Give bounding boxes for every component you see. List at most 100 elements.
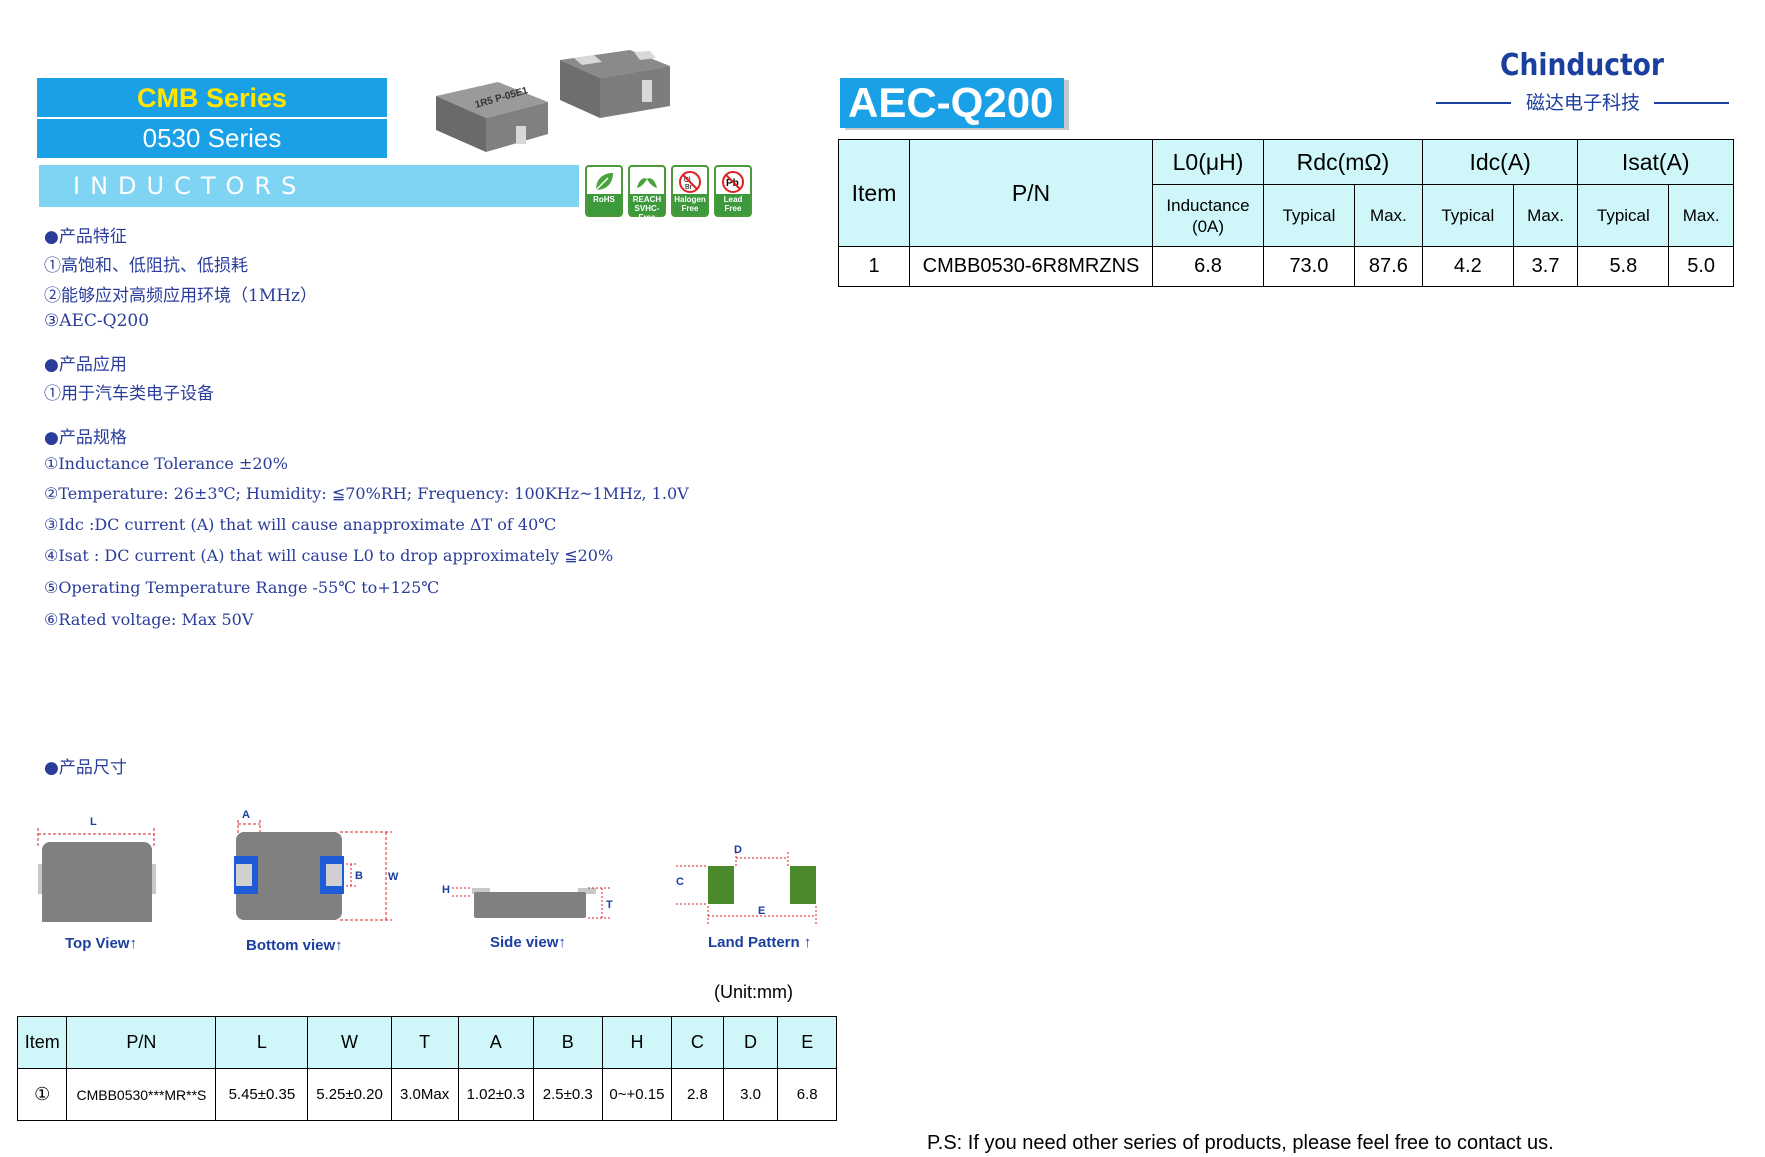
- reach-badge: REACH SVHC-Free: [628, 165, 666, 222]
- cell-pn: CMBB0530-6R8MRZNS: [909, 246, 1153, 287]
- dim-label-w: W: [388, 871, 399, 883]
- cell-a: 1.02±0.3: [457, 1068, 534, 1121]
- logo-subtitle: 磁达电子科技: [1525, 92, 1640, 114]
- spec-item: ④Isat : DC current (A) that will cause L…: [44, 546, 614, 565]
- cell-item: ①: [16, 1068, 68, 1121]
- divider: [1654, 102, 1729, 104]
- header-e: E: [777, 1016, 837, 1069]
- svg-text:Pb: Pb: [726, 178, 739, 189]
- cell-d: 3.0: [722, 1068, 779, 1121]
- dim-label-b: B: [355, 870, 363, 882]
- logo-subtitle-row: 磁达电子科技: [1436, 88, 1729, 116]
- inductor-photo: 1R5 P-05E1: [436, 50, 670, 152]
- logo-text: Chinductor: [1500, 48, 1664, 83]
- dim-label-d: D: [734, 844, 742, 856]
- divider: [1436, 102, 1511, 104]
- header-idc: Idc(A): [1421, 139, 1579, 185]
- header-b: B: [532, 1016, 603, 1069]
- header-h: H: [601, 1016, 673, 1069]
- header-d: D: [722, 1016, 779, 1069]
- unit-label: (Unit:mm): [714, 982, 793, 1002]
- cell-w: 5.25±0.20: [307, 1068, 392, 1121]
- spec-item: ①Inductance Tolerance ±20%: [44, 454, 288, 473]
- cell-idc-max: 3.7: [1512, 246, 1579, 287]
- header-c: C: [671, 1016, 724, 1069]
- feature-item: ②能够应对高频应用环境（1MHz）: [44, 286, 318, 306]
- leaf-icon: [595, 173, 613, 191]
- header-typical: Typical: [1577, 184, 1670, 247]
- header-isat: Isat(A): [1577, 139, 1734, 185]
- cell-l0: 6.8: [1152, 246, 1264, 287]
- dimensions-heading: ●产品尺寸: [44, 758, 127, 778]
- header-typical: Typical: [1421, 184, 1514, 247]
- cell-isat-typ: 5.8: [1577, 246, 1670, 287]
- cell-t: 3.0Max: [390, 1068, 459, 1121]
- cell-b: 2.5±0.3: [532, 1068, 603, 1121]
- halogen-free-badge: ClBr Halogen Free: [671, 165, 709, 217]
- spec-item: ⑥Rated voltage: Max 50V: [44, 610, 254, 629]
- side-view-drawing: H T: [442, 884, 613, 919]
- header-l: L: [215, 1016, 309, 1069]
- no-halogen-icon: ClBr: [679, 171, 701, 193]
- badge-label: Halogen Free: [673, 194, 707, 215]
- feature-item: ③AEC-Q200: [44, 311, 150, 331]
- specifications-heading: ●产品规格: [44, 428, 127, 448]
- badge-label: Lead Free: [716, 194, 750, 215]
- series-banner: CMB Series 0530 Series: [37, 78, 387, 158]
- lead-free-badge: Pb Lead Free: [714, 165, 752, 217]
- header-a: A: [457, 1016, 534, 1069]
- land-pattern-caption: Land Pattern ↑: [708, 934, 812, 951]
- header-max: Max.: [1668, 184, 1734, 247]
- header-item: Item: [16, 1016, 68, 1069]
- inductor-front-image: 1R5 P-05E1: [436, 82, 548, 152]
- header-w: W: [307, 1016, 392, 1069]
- inductor-back-image: [560, 50, 670, 118]
- features-heading: ●产品特征: [44, 227, 127, 247]
- dim-label-l: L: [90, 816, 97, 828]
- top-view-caption: Top View↑: [65, 935, 137, 952]
- spec-item: ②Temperature: 26±3℃; Humidity: ≦70%RH; F…: [44, 484, 689, 503]
- cell-isat-max: 5.0: [1668, 246, 1734, 287]
- header-max: Max.: [1353, 184, 1423, 247]
- footer-note: P.S: If you need other series of product…: [927, 1132, 1554, 1154]
- feature-item: ①高饱和、低阻抗、低损耗: [44, 256, 248, 276]
- cell-h: 0~+0.15: [601, 1068, 673, 1121]
- application-item: ①用于汽车类电子设备: [44, 384, 214, 404]
- category-bar: INDUCTORS: [39, 165, 579, 207]
- spec-item: ③Idc :DC current (A) that will cause ana…: [44, 515, 557, 534]
- header-l0: L0(μH): [1152, 139, 1264, 185]
- bottom-view-drawing: A W B: [234, 809, 399, 921]
- leaf-icon: [637, 178, 657, 188]
- cell-idc-typ: 4.2: [1421, 246, 1514, 287]
- svg-text:Br: Br: [685, 184, 693, 191]
- table-row: ① CMBB0530***MR**S 5.45±0.35 5.25±0.20 3…: [16, 1068, 837, 1121]
- dim-label-e: E: [758, 905, 765, 917]
- no-lead-icon: Pb: [722, 171, 744, 193]
- electrical-spec-table: Item P/N L0(μH) Rdc(mΩ) Idc(A) Isat(A) I…: [838, 139, 1734, 287]
- header-pn: P/N: [909, 139, 1153, 247]
- badge-label: REACH SVHC-Free: [630, 194, 664, 222]
- dim-label-h: H: [442, 884, 450, 896]
- bottom-view-caption: Bottom view↑: [246, 937, 343, 954]
- dim-label-t: T: [606, 899, 613, 911]
- header-item: Item: [838, 139, 910, 247]
- cell-rdc-typ: 73.0: [1263, 246, 1355, 287]
- header-l0-sub: Inductance (0A): [1152, 184, 1264, 247]
- rohs-badge: RoHS: [585, 165, 623, 217]
- land-pattern-drawing: D C E: [676, 844, 817, 924]
- header-typical: Typical: [1263, 184, 1355, 247]
- badge-label: RoHS: [587, 194, 621, 215]
- table-row: 1 CMBB0530-6R8MRZNS 6.8 73.0 87.6 4.2 3.…: [838, 246, 1734, 287]
- header-pn: P/N: [66, 1016, 217, 1069]
- cell-e: 6.8: [777, 1068, 837, 1121]
- series-title: CMB Series: [37, 78, 387, 119]
- cell-l: 5.45±0.35: [215, 1068, 309, 1121]
- header-t: T: [390, 1016, 459, 1069]
- dim-label-a: A: [242, 809, 250, 821]
- applications-heading: ●产品应用: [44, 355, 127, 375]
- cell-c: 2.8: [671, 1068, 724, 1121]
- chinductor-logo: Chinductor: [1500, 48, 1664, 83]
- cell-item: 1: [838, 246, 910, 287]
- aec-q200-label: AEC-Q200: [840, 78, 1064, 128]
- side-view-caption: Side view↑: [490, 934, 566, 951]
